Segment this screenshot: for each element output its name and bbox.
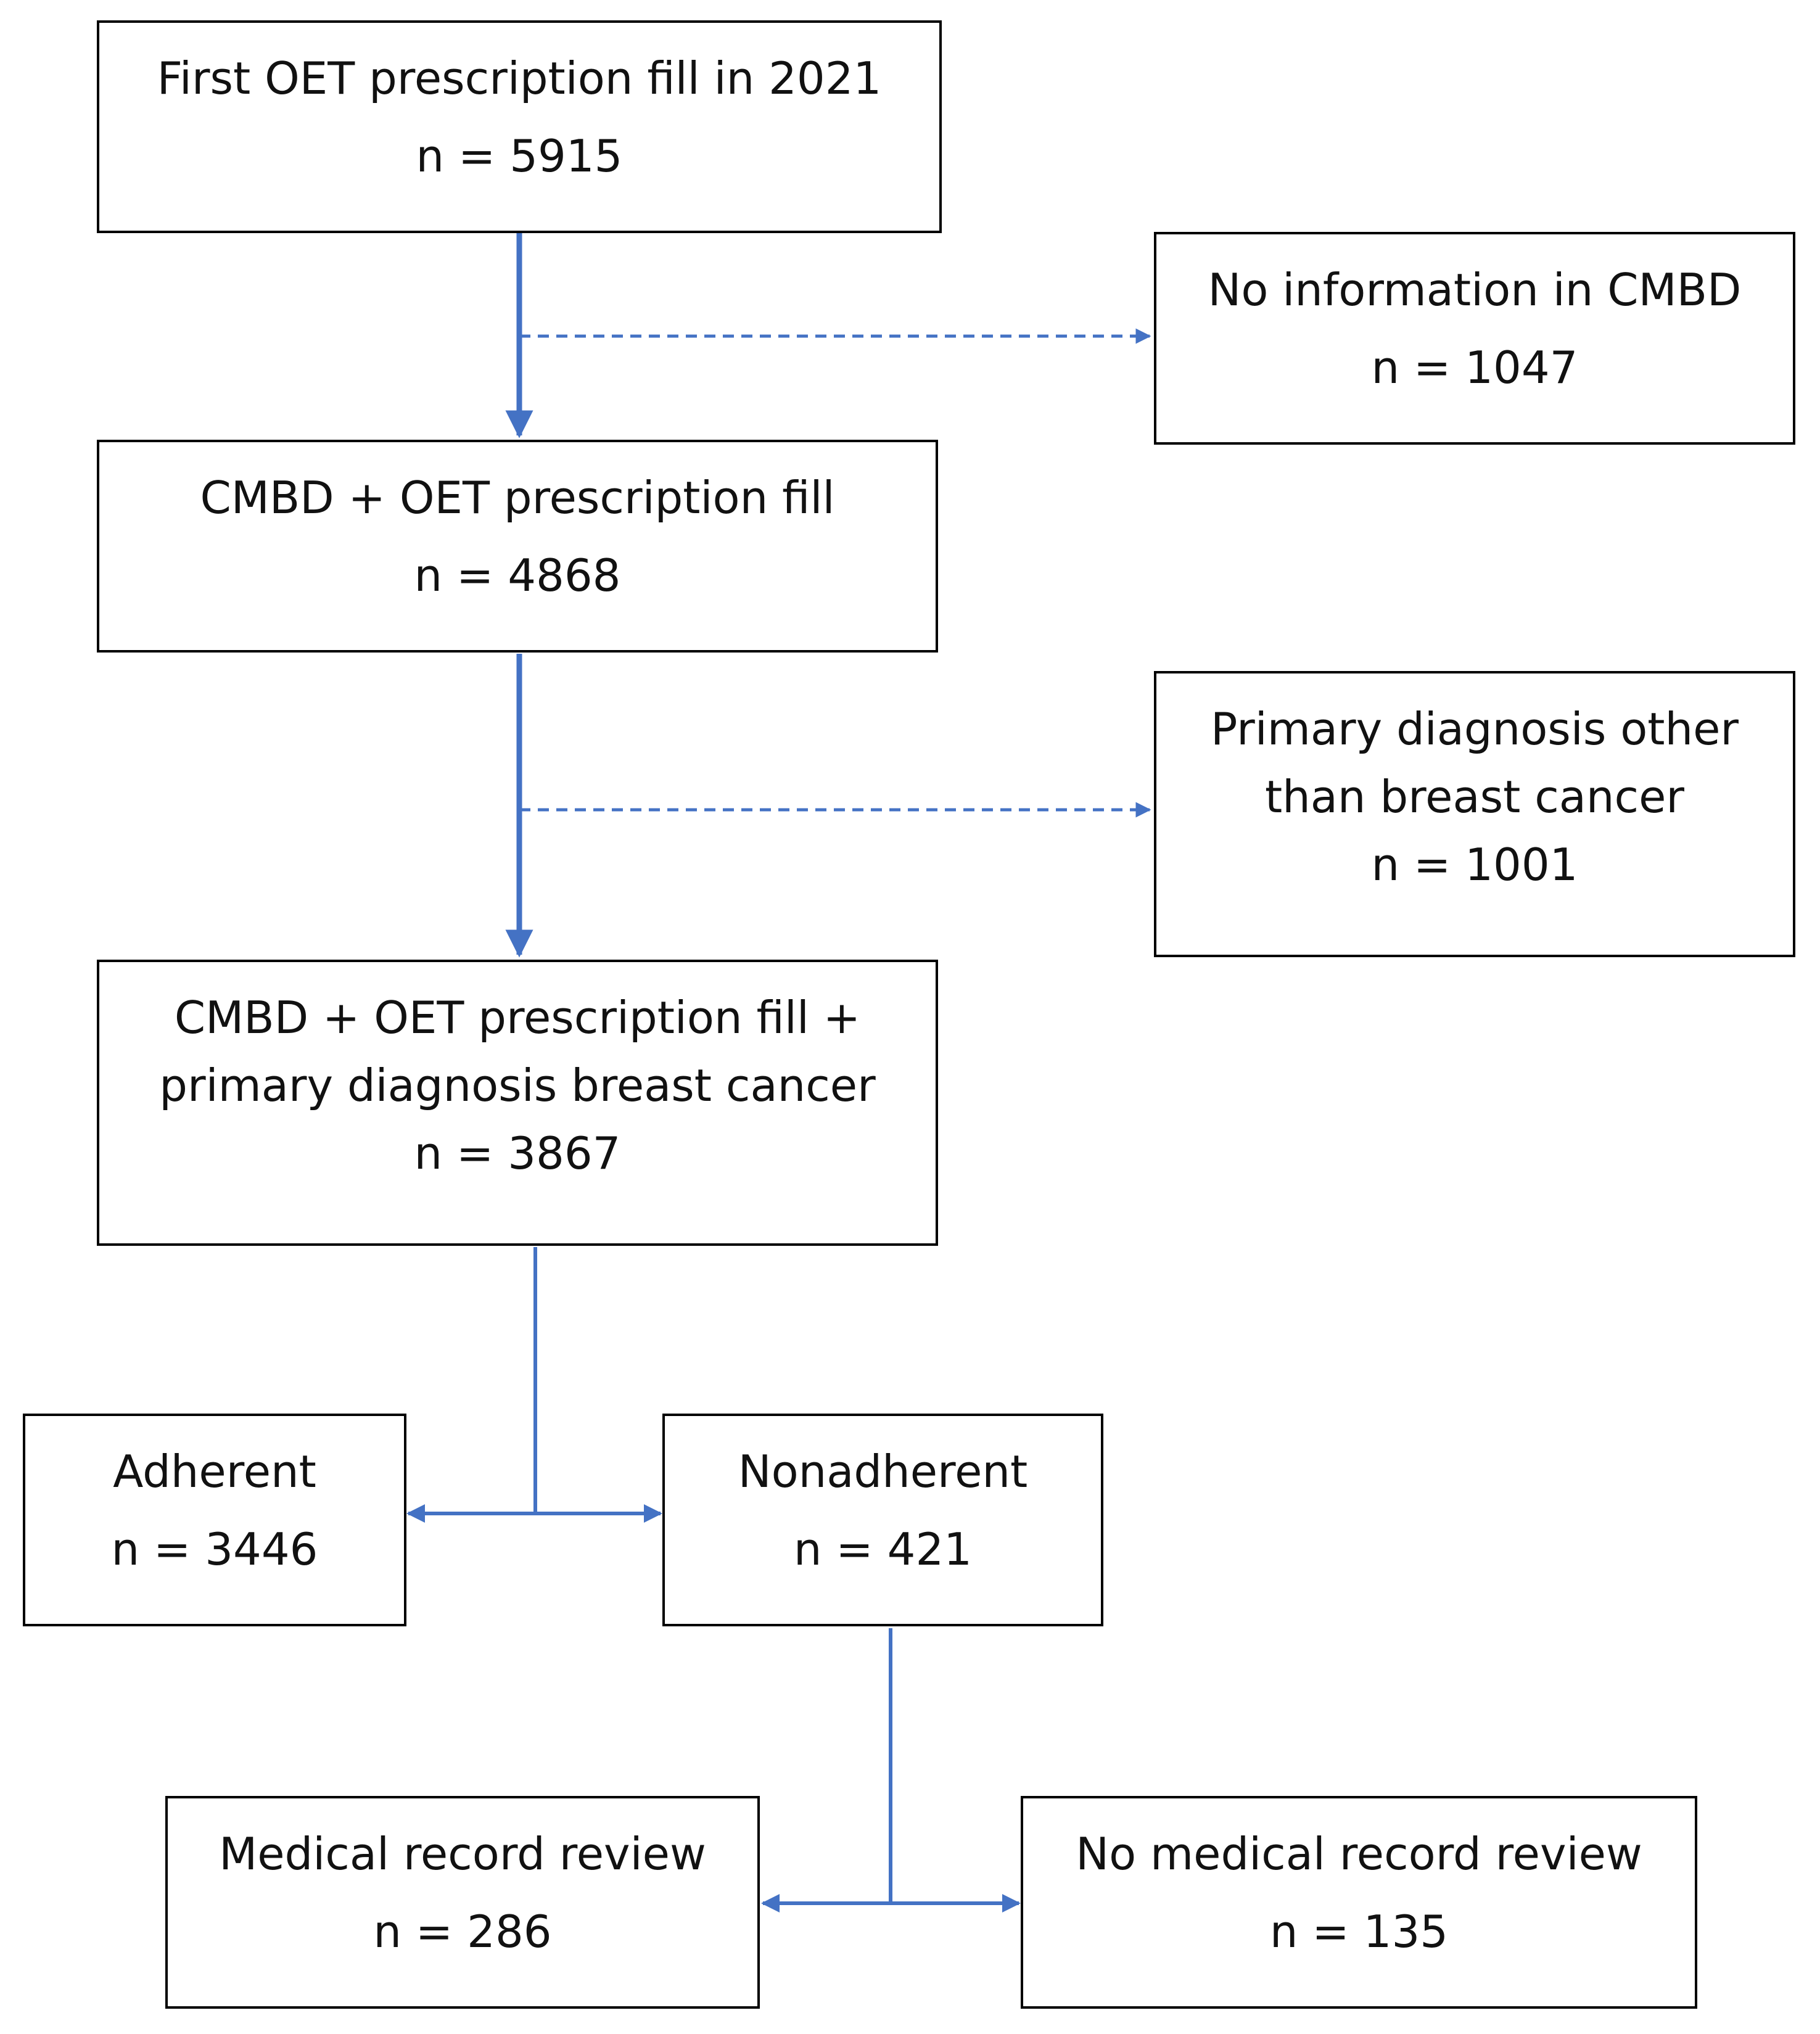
box-other-dx: Primary diagnosis other than breast canc…: [1154, 671, 1795, 957]
box-breast-cancer-count: n = 3867: [414, 1127, 621, 1179]
box-breast-cancer-line1: CMBD + OET prescription fill +: [174, 992, 861, 1044]
box-first-fill-count: n = 5915: [416, 130, 623, 182]
box-cmbd-oet-count: n = 4868: [414, 550, 621, 601]
box-no-review: No medical record review n = 135: [1021, 1796, 1697, 2009]
box-nonadherent-text: Nonadherent: [738, 1446, 1028, 1497]
box-first-fill-text: First OET prescription fill in 2021: [157, 52, 882, 104]
box-adherent-text: Adherent: [113, 1446, 316, 1497]
box-other-dx-count: n = 1001: [1371, 839, 1578, 891]
box-no-info-text: No information in CMBD: [1208, 264, 1742, 316]
box-cmbd-oet: CMBD + OET prescription fill n = 4868: [97, 440, 938, 653]
box-breast-cancer: CMBD + OET prescription fill + primary d…: [97, 960, 938, 1246]
box-other-dx-line1: Primary diagnosis other: [1210, 703, 1739, 755]
box-review-text: Medical record review: [219, 1828, 706, 1880]
box-cmbd-oet-text: CMBD + OET prescription fill: [200, 472, 835, 524]
box-review: Medical record review n = 286: [165, 1796, 760, 2009]
box-no-review-text: No medical record review: [1076, 1828, 1642, 1880]
box-adherent-count: n = 3446: [111, 1523, 318, 1575]
box-adherent: Adherent n = 3446: [23, 1414, 406, 1626]
box-nonadherent-count: n = 421: [793, 1523, 973, 1575]
box-no-info: No information in CMBD n = 1047: [1154, 232, 1795, 445]
box-first-fill: First OET prescription fill in 2021 n = …: [97, 20, 942, 233]
box-no-review-count: n = 135: [1269, 1906, 1449, 1958]
box-other-dx-line2: than breast cancer: [1264, 771, 1685, 823]
box-nonadherent: Nonadherent n = 421: [662, 1414, 1103, 1626]
box-review-count: n = 286: [373, 1906, 552, 1958]
box-no-info-count: n = 1047: [1371, 342, 1578, 393]
box-breast-cancer-line2: primary diagnosis breast cancer: [159, 1060, 876, 1111]
